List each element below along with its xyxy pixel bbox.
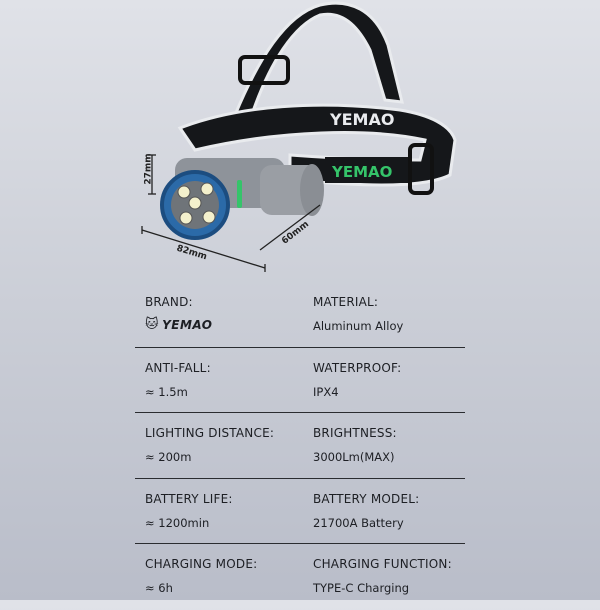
brand-logo-text: YEMAO — [162, 317, 213, 332]
spec-label: LIGHTING DISTANCE: — [145, 426, 275, 440]
spec-row: CHARGING MODE: ≈ 6h CHARGING FUNCTION: TYP… — [135, 544, 465, 610]
spec-label: CHARGING MODE: — [145, 557, 258, 571]
spec-value: ≈ 1.5m — [145, 384, 188, 399]
height-dimension: 27mm — [143, 153, 154, 185]
spec-value: TYPE-C Charging — [313, 581, 410, 595]
strap-logo-green: YEMAO — [331, 163, 392, 181]
spec-value: ≈ 6h — [145, 581, 173, 595]
brand-logo: 🐱 YEMAO — [145, 317, 213, 332]
spec-value: ≈ 1200min — [145, 515, 210, 530]
specs-table: BRAND: 🐱 YEMAO MATERIAL: Aluminum Alloy … — [135, 282, 465, 610]
spec-label: BATTERY LIFE: — [145, 491, 233, 506]
headlamp-illustration: YEMAO YEMAO — [141, 1, 457, 272]
headlamp-product-image: YEMAO YEMAO 27mm 82mm 60mm — [120, 0, 480, 280]
strap-buckle[interactable] — [408, 143, 434, 195]
spec-label: ANTI-FALL: — [145, 360, 211, 375]
spec-label: MATERIAL: — [313, 295, 379, 309]
spec-value: IPX4 — [313, 384, 339, 399]
spec-row: ANTI-FALL: ≈ 1.5m WATERPROOF: IPX4 — [135, 348, 465, 413]
spec-label: WATERPROOF: — [313, 360, 402, 375]
spec-row: BRAND: 🐱 YEMAO MATERIAL: Aluminum Alloy — [135, 282, 465, 348]
strap-logo: YEMAO — [329, 110, 394, 129]
spec-value: ≈ 200m — [145, 450, 192, 464]
spec-row: BATTERY LIFE: ≈ 1200min BATTERY MODEL: 217… — [135, 479, 465, 544]
spec-value: 3000Lm(MAX) — [313, 450, 395, 464]
spec-label: CHARGING FUNCTION: — [313, 557, 452, 571]
spec-value: Aluminum Alloy — [313, 319, 404, 333]
spec-label: BATTERY MODEL: — [313, 491, 420, 506]
spec-label: BRIGHTNESS: — [313, 426, 397, 440]
cat-icon: 🐱 — [145, 317, 160, 332]
spec-label: BRAND: — [145, 295, 193, 309]
strap-buckle[interactable] — [238, 55, 290, 85]
spec-row: LIGHTING DISTANCE: ≈ 200m BRIGHTNESS: 3000… — [135, 413, 465, 479]
spec-value: 21700A Battery — [313, 515, 404, 530]
